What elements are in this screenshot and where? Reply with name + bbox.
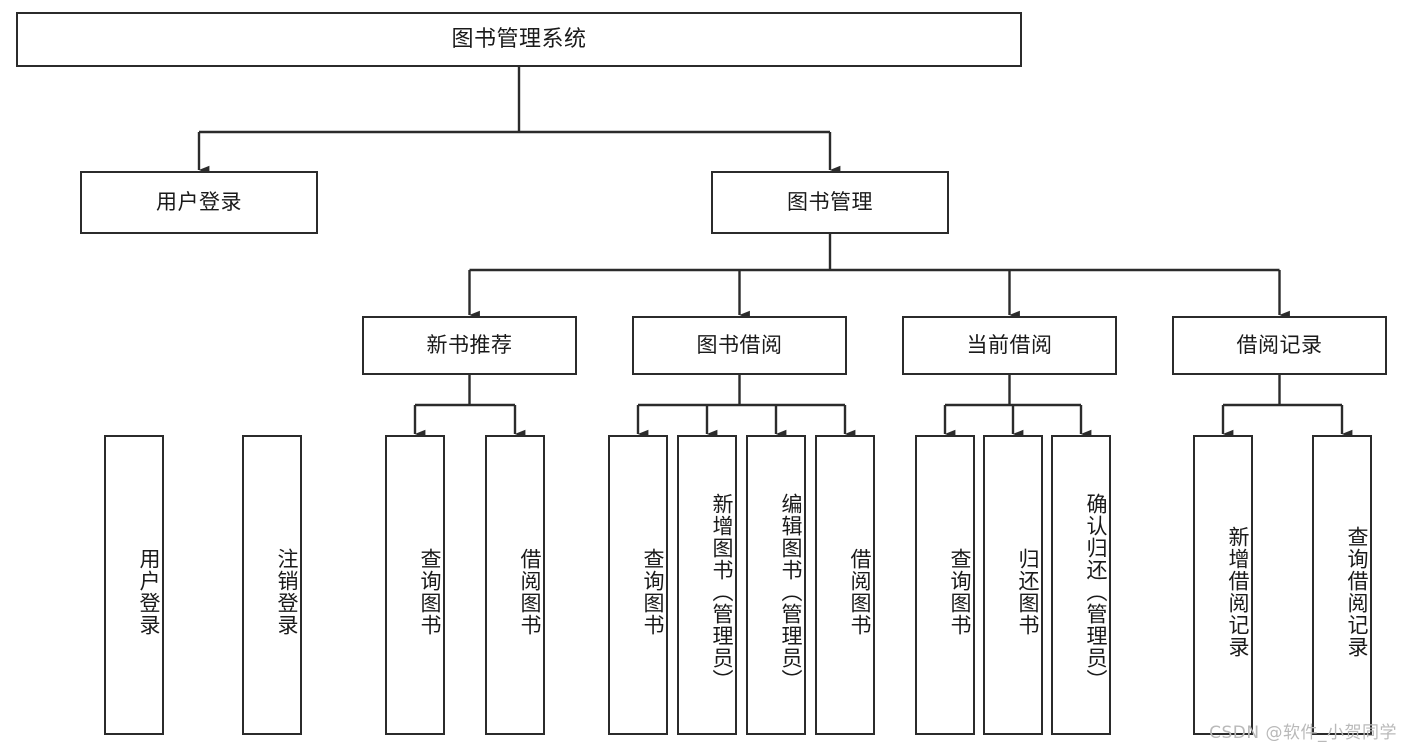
node-label: 借阅记录	[1236, 333, 1323, 358]
node-label: 借阅图书	[848, 548, 872, 636]
node-leaf-user-login[interactable]: 用户登录	[104, 435, 164, 735]
node-book-borrow[interactable]: 图书借阅	[632, 316, 847, 375]
node-label: 借阅图书	[518, 548, 542, 636]
node-label: 注销登录	[275, 548, 299, 636]
node-label: 查询图书	[418, 548, 442, 636]
node-label: 编辑图书（管理员）	[779, 493, 803, 691]
node-leaf-query-book-borrow[interactable]: 查询图书	[608, 435, 668, 735]
node-label: 图书管理	[787, 190, 873, 215]
node-leaf-query-book-recommend[interactable]: 查询图书	[385, 435, 445, 735]
node-label: 用户登录	[156, 190, 242, 215]
node-borrow-record[interactable]: 借阅记录	[1172, 316, 1387, 375]
node-leaf-logout[interactable]: 注销登录	[242, 435, 302, 735]
node-leaf-confirm-return[interactable]: 确认归还（管理员）	[1051, 435, 1111, 735]
node-label: 查询图书	[641, 548, 665, 636]
node-current-borrow[interactable]: 当前借阅	[902, 316, 1117, 375]
node-leaf-edit-book[interactable]: 编辑图书（管理员）	[746, 435, 806, 735]
node-label: 归还图书	[1016, 548, 1040, 636]
node-new-book-recommend[interactable]: 新书推荐	[362, 316, 577, 375]
node-label: 新书推荐	[426, 333, 513, 358]
node-leaf-borrow-book-recommend[interactable]: 借阅图书	[485, 435, 545, 735]
node-leaf-query-book-current[interactable]: 查询图书	[915, 435, 975, 735]
node-label: 查询图书	[948, 548, 972, 636]
node-leaf-query-borrow-record[interactable]: 查询借阅记录	[1312, 435, 1372, 735]
node-leaf-add-book[interactable]: 新增图书（管理员）	[677, 435, 737, 735]
node-label: 查询借阅记录	[1345, 526, 1369, 658]
node-label: 图书管理系统	[451, 26, 587, 52]
node-label: 图书借阅	[696, 333, 783, 358]
node-root-title[interactable]: 图书管理系统	[16, 12, 1022, 67]
node-leaf-add-borrow-record[interactable]: 新增借阅记录	[1193, 435, 1253, 735]
node-label: 当前借阅	[966, 333, 1053, 358]
node-label: 新增图书（管理员）	[710, 493, 734, 691]
node-leaf-borrow-book[interactable]: 借阅图书	[815, 435, 875, 735]
node-label: 用户登录	[137, 548, 161, 636]
node-leaf-return-book[interactable]: 归还图书	[983, 435, 1043, 735]
node-user-login[interactable]: 用户登录	[80, 171, 318, 234]
node-label: 新增借阅记录	[1226, 526, 1250, 658]
node-book-manage[interactable]: 图书管理	[711, 171, 949, 234]
node-label: 确认归还（管理员）	[1084, 493, 1108, 691]
